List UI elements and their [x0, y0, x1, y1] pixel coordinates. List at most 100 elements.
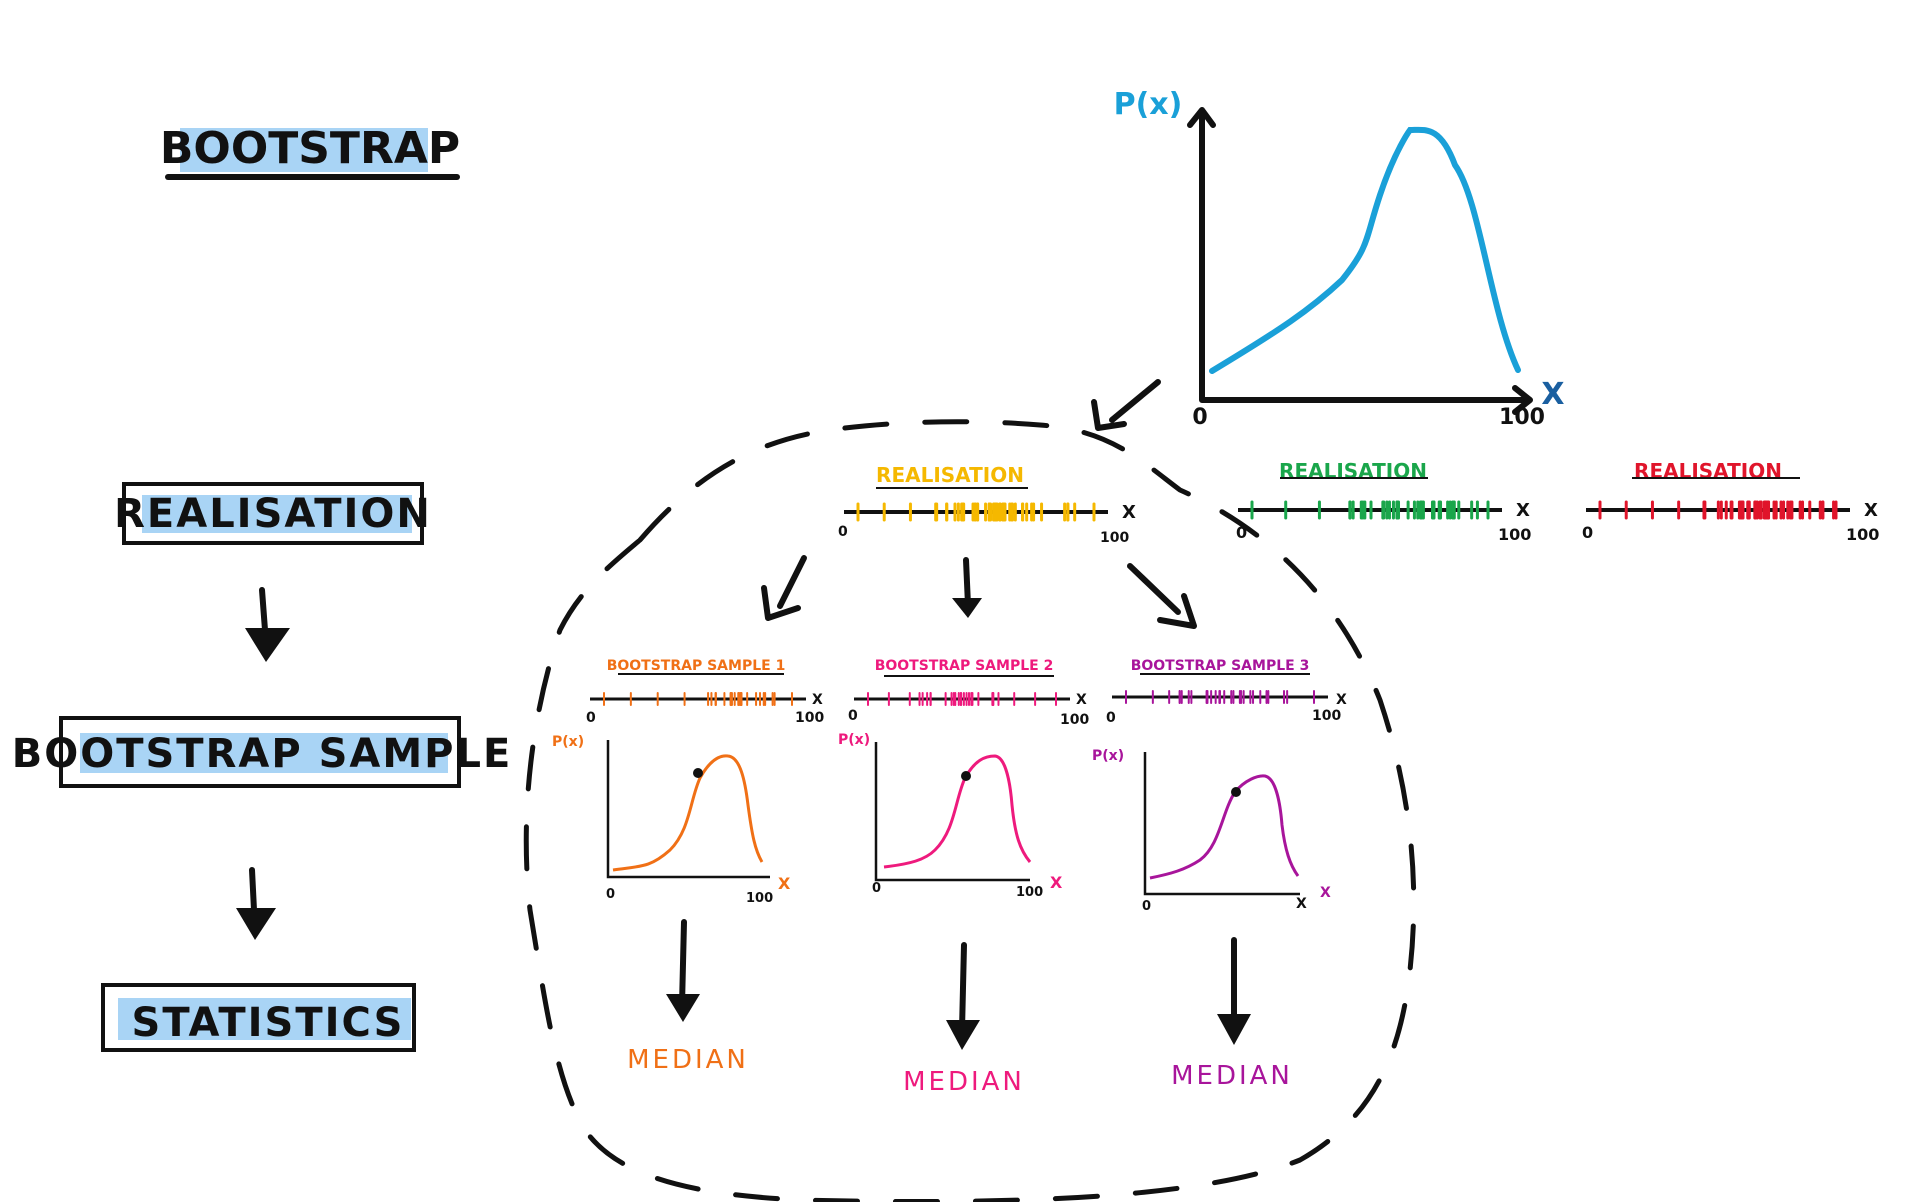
sample-3-label: BOOTSTRAP SAMPLE 3	[1131, 658, 1310, 674]
arrow-to-sample-2	[963, 557, 971, 608]
flow-arrow-2	[236, 867, 276, 940]
page-title: BOOTSTRAP	[160, 123, 460, 174]
sample-2-median-point	[961, 771, 971, 781]
realisation-box	[122, 482, 424, 545]
realisation-1-label: REALISATION	[876, 463, 1024, 487]
sample-2-axis-label: X	[1076, 692, 1087, 708]
arrow-plot-to-realisation-shaft	[1109, 379, 1161, 423]
sample-2-plot-axes	[874, 742, 1030, 882]
realisation-1-x-min: 0	[838, 524, 848, 540]
bootstrap-sample-1: BOOTSTRAP SAMPLE 1 0 100 X P(x) 0 100 X …	[552, 658, 824, 1075]
sample-2-plot-x-min: 0	[872, 881, 881, 896]
realisation-2-label: REALISATION	[1279, 459, 1427, 483]
main-distribution-curve	[1209, 126, 1521, 374]
arrow-sample-to-statistics	[249, 867, 257, 913]
sample-2-label: BOOTSTRAP SAMPLE 2	[875, 658, 1054, 674]
main-plot-x-arrow	[1512, 385, 1533, 415]
sample-1-plot-axes	[606, 740, 770, 879]
realisation-3-x-max: 100	[1846, 525, 1879, 544]
sample-3-arrow-head	[1217, 1014, 1251, 1045]
sample-1-plot-x-min: 0	[606, 887, 615, 902]
realisations: REALISATION 0 100 X REALISATION 0 100 X …	[838, 459, 1879, 546]
arrow-head-1	[245, 628, 290, 662]
realisation-3: REALISATION 0 100 X	[1582, 459, 1879, 544]
sample-2-ticks	[867, 692, 1057, 706]
realisation-2-ticks	[1250, 500, 1490, 520]
sample-3-x-max: 100	[1312, 708, 1341, 724]
bootstrap-cloud-boundary	[523, 419, 1417, 1202]
realisation-highlight	[142, 495, 412, 533]
main-plot: P(x) 0 100 X	[1114, 87, 1565, 430]
sample-3-plot-x-min: 0	[1142, 899, 1151, 914]
realisation-1-axis-label: X	[1122, 502, 1136, 523]
sample-1-curve	[612, 754, 764, 872]
sample-2-x-max: 100	[1060, 712, 1089, 728]
flow-realisation: REALISATION	[114, 482, 432, 545]
sample-3-plot-x-max: X	[1296, 896, 1307, 912]
sample-1-ticks	[603, 692, 793, 706]
flow-bootstrap-sample: BOOTSTRAP SAMPLE	[12, 716, 513, 788]
sample-3-x-min: 0	[1106, 710, 1116, 726]
arrows-realisation-to-samples	[761, 555, 1197, 629]
statistics-highlight	[118, 998, 411, 1040]
main-plot-y-arrow	[1187, 107, 1216, 128]
sample-1-plot-x-label: X	[778, 874, 791, 893]
sample-2-plot-y-label: P(x)	[838, 732, 870, 748]
sample-2-arrow-head	[946, 1020, 980, 1050]
arrow-plot-to-realisation	[1091, 379, 1161, 431]
sample-3-plot-y-label: P(x)	[1092, 748, 1124, 764]
main-plot-axes	[1199, 109, 1531, 403]
realisation-3-ticks	[1598, 500, 1838, 520]
arrow-to-sample-1-head	[761, 585, 801, 621]
title-highlight	[180, 128, 428, 172]
bootstrap-sample-box	[59, 716, 461, 788]
realisation-3-axis-label: X	[1864, 500, 1878, 521]
arrow-to-sample-3	[1127, 563, 1181, 615]
bootstrap-sample-highlight	[80, 733, 448, 773]
arrow-to-sample-3-head	[1157, 593, 1197, 629]
sample-2-plot-x-label: X	[1050, 873, 1063, 892]
sample-3-plot-axes	[1143, 752, 1300, 896]
sample-2-arrow	[959, 942, 967, 1033]
arrow-realisation-to-sample	[259, 587, 268, 633]
arrow-to-sample-2-head	[952, 598, 982, 618]
sample-3-curve	[1149, 774, 1300, 880]
realisation-3-label: REALISATION	[1634, 459, 1782, 483]
realisation-2-axis-label: X	[1516, 500, 1530, 521]
sample-2-x-min: 0	[848, 708, 858, 724]
sample-3-median-point	[1231, 787, 1241, 797]
arrow-plot-to-realisation-head	[1091, 399, 1127, 431]
main-plot-y-label: P(x)	[1114, 87, 1183, 122]
realisation-1-ticks	[856, 502, 1096, 522]
realisation-1-x-max: 100	[1100, 530, 1129, 546]
sample-1-x-min: 0	[586, 710, 596, 726]
sample-1-plot-y-label: P(x)	[552, 734, 584, 750]
realisation-label: REALISATION	[114, 491, 432, 537]
sample-1-x-max: 100	[795, 710, 824, 726]
sample-1-median-label: MEDIAN	[627, 1045, 749, 1075]
sample-2-plot-x-max: 100	[1016, 885, 1043, 900]
flow-arrow-1	[245, 587, 290, 662]
realisation-2-x-min: 0	[1236, 523, 1247, 542]
arrow-head-2	[236, 908, 276, 940]
realisation-3-x-min: 0	[1582, 523, 1593, 542]
statistics-box	[101, 983, 416, 1052]
sample-1-median-point	[693, 768, 703, 778]
bootstrap-sample-label: BOOTSTRAP SAMPLE	[12, 731, 513, 777]
main-plot-x-min: 0	[1192, 405, 1207, 430]
realisation-1: REALISATION 0 100 X	[838, 463, 1136, 546]
realisation-2: REALISATION 0 100 X	[1236, 459, 1531, 544]
sample-1-axis-label: X	[812, 692, 823, 708]
sample-1-arrow-head	[666, 994, 700, 1022]
sample-3-median-label: MEDIAN	[1171, 1061, 1293, 1091]
sample-1-label: BOOTSTRAP SAMPLE 1	[607, 658, 786, 674]
sample-2-curve	[883, 754, 1032, 869]
sample-3-ticks	[1125, 690, 1315, 704]
title-block: BOOTSTRAP	[160, 123, 460, 180]
arrow-to-sample-1	[777, 555, 807, 609]
main-plot-x-label: X	[1541, 377, 1564, 412]
bootstrap-sample-3: BOOTSTRAP SAMPLE 3 0 100 X P(x) 0 X X ME…	[1092, 658, 1347, 1091]
flow-statistics: STATISTICS	[101, 983, 416, 1052]
realisation-2-x-max: 100	[1498, 525, 1531, 544]
